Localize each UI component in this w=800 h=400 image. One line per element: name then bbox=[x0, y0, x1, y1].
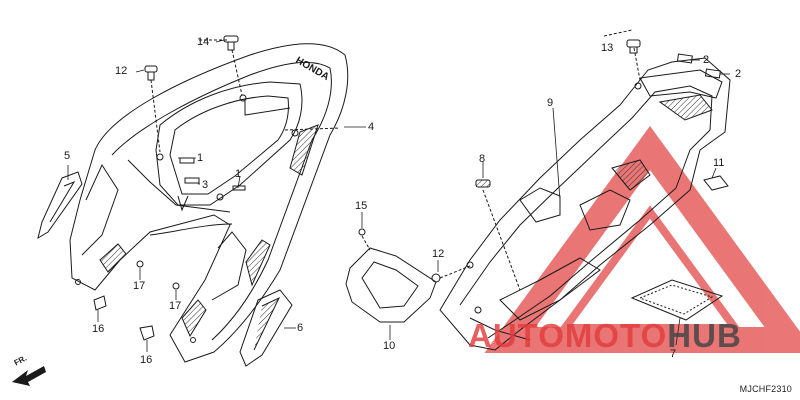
watermark-text: AUTOMOTOHUB bbox=[468, 318, 742, 354]
bolt-13 bbox=[603, 29, 641, 54]
rear-inner-fender bbox=[439, 47, 731, 351]
callout-16: 16 bbox=[92, 323, 105, 335]
callout-2: 2 bbox=[703, 54, 710, 66]
callout-17b: 17 bbox=[169, 300, 182, 312]
cap-part-11 bbox=[703, 175, 729, 191]
callout-15: 15 bbox=[355, 200, 368, 212]
callout-7: 7 bbox=[670, 348, 677, 360]
callout-10: 10 bbox=[383, 340, 396, 352]
watermark-part1: AUTOMOTO bbox=[468, 317, 668, 354]
diagram-code: MJCHF2310 bbox=[739, 384, 792, 394]
callout-12: 12 bbox=[115, 65, 128, 77]
watermark-logo bbox=[484, 125, 800, 353]
callout-16b: 16 bbox=[140, 354, 153, 366]
bracket-part-10 bbox=[345, 228, 471, 323]
front-direction-arrow bbox=[12, 366, 46, 386]
watermark-part2: HUB bbox=[667, 317, 742, 354]
callout-5: 5 bbox=[64, 150, 71, 162]
callout-13: 13 bbox=[601, 42, 614, 54]
callout-9: 9 bbox=[547, 97, 554, 109]
callout-2b: 2 bbox=[735, 68, 742, 80]
callout-1: 1 bbox=[197, 152, 204, 164]
fasteners-seat bbox=[93, 35, 243, 341]
leader-lines bbox=[67, 39, 730, 352]
callout-6: 6 bbox=[297, 322, 304, 334]
sheet-part-7 bbox=[630, 279, 724, 321]
right-side-panel bbox=[239, 289, 293, 367]
callout-3: 3 bbox=[202, 179, 209, 191]
left-side-panel bbox=[37, 171, 83, 240]
rubber-pads bbox=[676, 53, 721, 79]
clip-part-8 bbox=[475, 179, 521, 291]
callout-4: 4 bbox=[368, 121, 375, 133]
rear-seat-cowl bbox=[69, 43, 349, 363]
callout-8: 8 bbox=[479, 153, 486, 165]
callout-14: 14 bbox=[197, 36, 210, 48]
callout-1b: 1 bbox=[235, 168, 242, 180]
callout-11: 11 bbox=[713, 157, 725, 169]
seat-emblem-text: HONDA bbox=[294, 55, 331, 83]
callout-17: 17 bbox=[133, 280, 146, 292]
callout-12b: 12 bbox=[432, 248, 445, 260]
